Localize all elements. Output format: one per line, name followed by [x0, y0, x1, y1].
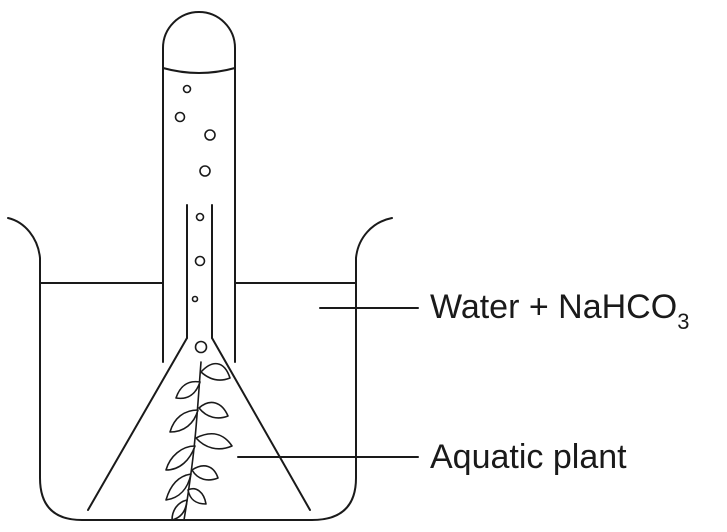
bubble	[191, 295, 199, 303]
plant-leaf	[198, 401, 229, 419]
bubble	[195, 212, 205, 222]
plant-leaf	[175, 380, 201, 400]
water-solution-label-subscript: 3	[677, 309, 689, 334]
aquatic-plant-label: Aquatic plant	[430, 438, 627, 476]
test-tube	[162, 11, 236, 363]
bubble	[194, 340, 208, 354]
plant-leaf	[169, 409, 199, 433]
plant-leaf	[165, 473, 192, 501]
bubble	[199, 165, 211, 177]
bubble	[174, 111, 186, 123]
plant-leaf	[165, 445, 196, 471]
plant-leaf	[200, 362, 231, 381]
beaker	[7, 217, 393, 521]
plant-leaf	[191, 465, 219, 481]
water-solution-label: Water + NaHCO3	[430, 288, 689, 334]
aquatic-plant	[165, 361, 233, 521]
water-solution-label-main: Water + NaHCO	[430, 288, 677, 326]
plant-leaf	[195, 433, 233, 450]
oxygen-bubbles	[174, 84, 216, 354]
bubble	[194, 255, 206, 267]
gas-meniscus	[162, 67, 236, 74]
plant-leaf	[171, 499, 188, 521]
bubble	[182, 84, 192, 94]
funnel-cone	[87, 337, 311, 511]
bubble	[204, 129, 216, 141]
plant-leaf	[187, 488, 207, 505]
